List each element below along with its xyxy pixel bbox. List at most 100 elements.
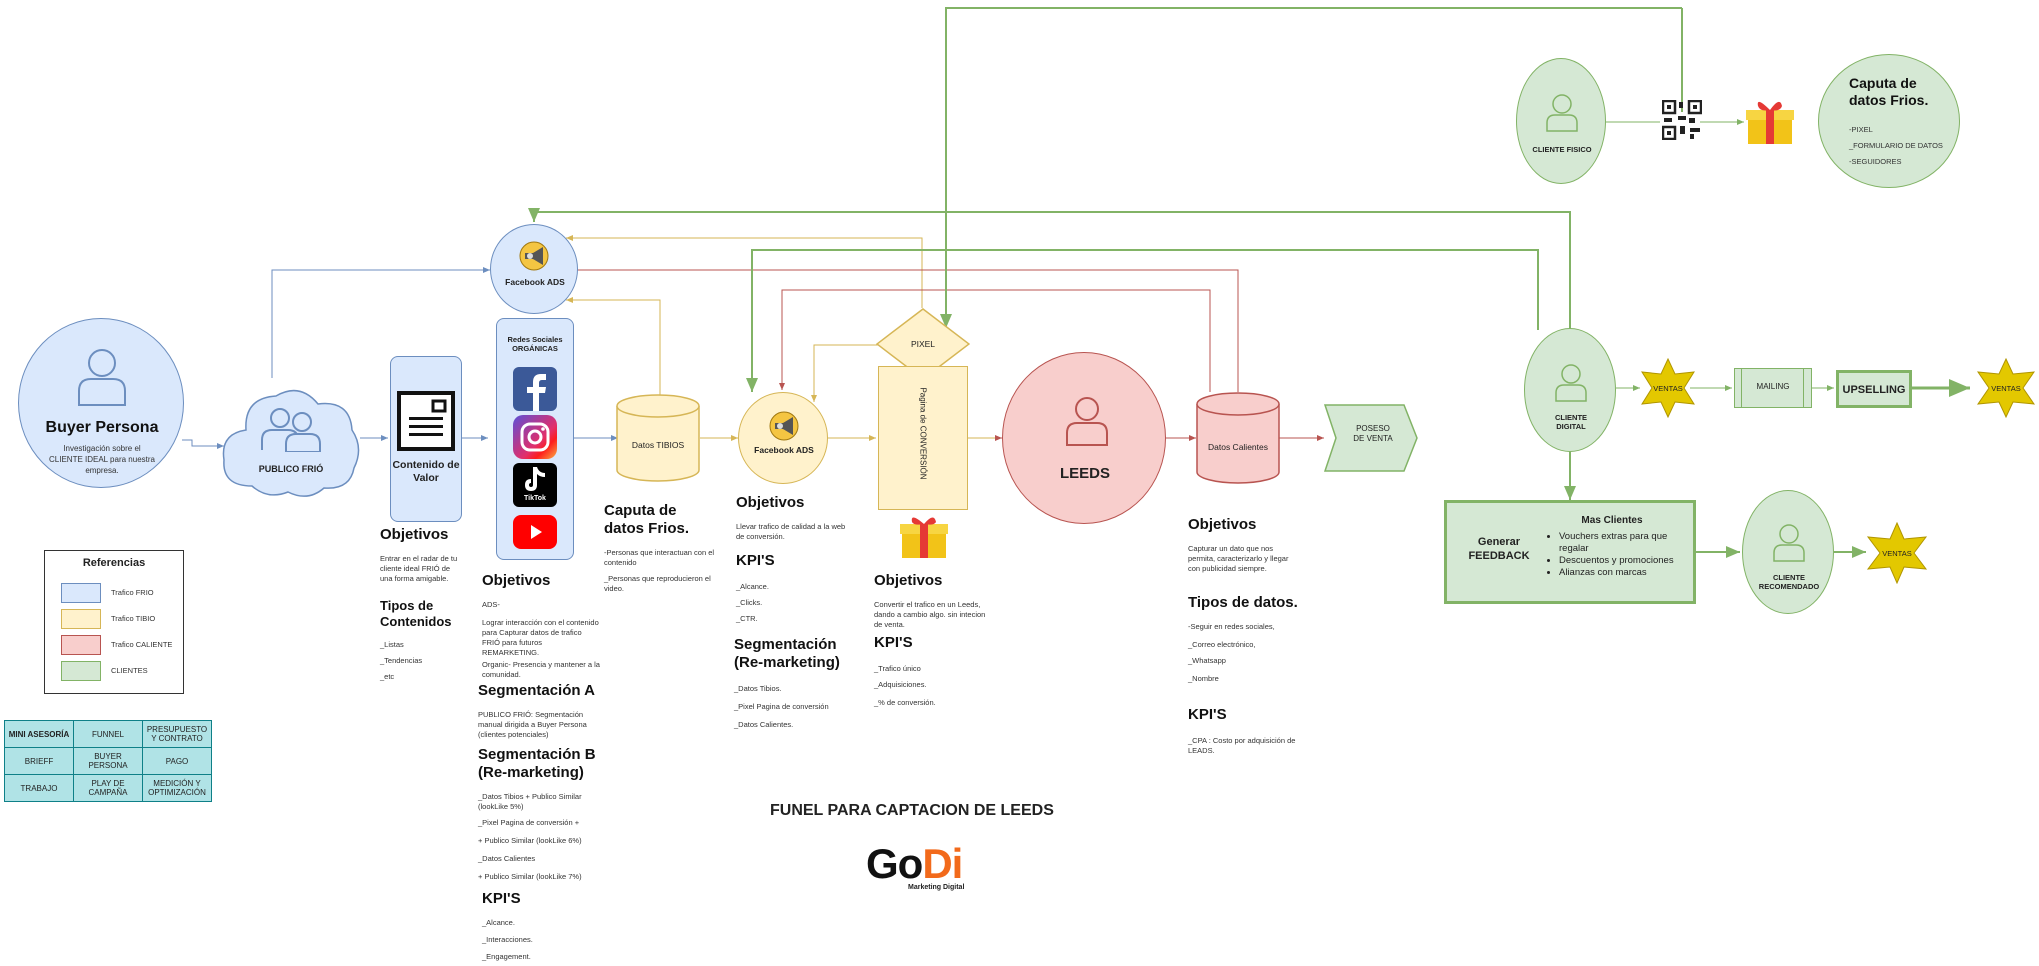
captura-top-title: Caputa de datos Frios. [1849, 75, 1929, 108]
cliente-digital-label: CLIENTE DIGITAL [1554, 413, 1588, 431]
person-icon [1554, 363, 1588, 403]
page-title: FUNEL PARA CAPTACION DE LEEDS [770, 802, 1054, 819]
buyer-persona-title: Buyer Persona [45, 419, 159, 436]
col5-obj-desc: Convertir el trafico en un Leeds, dando … [874, 600, 986, 629]
publico-frio-label: PUBLICO FRIÓ [258, 464, 324, 474]
ventas-star-3[interactable]: VENTAS [1866, 521, 1928, 585]
col1-tipos: Tipos de Contenidos [380, 598, 452, 629]
person-icon [77, 347, 127, 407]
mailing-divider-left [1741, 369, 1742, 407]
table-cell: BUYER PERSONA [73, 747, 143, 775]
star-shape [1976, 357, 2036, 419]
col2-seg-b-item-4: + Publico Similar (lookLike 7%) [478, 872, 582, 881]
col6-kpi-0: _CPA : Costo por adquisición de LEADS. [1188, 736, 1296, 755]
table-cell: MINI ASESORÍA [4, 720, 74, 748]
legend-swatch-caliente [61, 635, 101, 655]
redes-sociales-label: Redes Sociales ORGÁNICAS [507, 335, 563, 353]
col1-item-0: _Listas [380, 640, 404, 649]
feedback-list-title: Mas Clientes [1581, 515, 1643, 526]
cliente-recomendado-node[interactable]: CLIENTE RECOMENDADO [1742, 490, 1834, 614]
mailing-node[interactable]: MAILING [1734, 368, 1812, 408]
table-cell: MEDICIÓN Y OPTIMIZACIÓN [142, 774, 212, 802]
qr-code-icon [1661, 99, 1703, 145]
feedback-item-2: Alianzas con marcas [1559, 567, 1689, 579]
contenido-valor-node[interactable]: Contenido de Valor [390, 356, 462, 522]
col5-kpi-0: _Trafico único [874, 664, 921, 673]
cliente-fisico-node[interactable]: CLIENTE FISICO [1516, 58, 1606, 184]
document-icon [397, 391, 455, 456]
poseso-venta-node[interactable]: POSESO DE VENTA [1323, 404, 1418, 472]
datos-tibios-node[interactable]: Datos TIBIOS [616, 394, 700, 482]
col6-kpis: KPI'S [1188, 706, 1227, 723]
col4-seg-item-2: _Datos Calientes. [734, 720, 794, 729]
table-row: MINI ASESORÍA FUNNEL PRESUPUESTO Y CONTR… [4, 720, 212, 748]
redes-sociales-node[interactable]: Redes Sociales ORGÁNICAS TikTok [496, 318, 574, 560]
captura-datos-frios-top[interactable]: Caputa de datos Frios. -PIXEL _FORMULARI… [1818, 54, 1960, 188]
leeds-label: LEEDS [1059, 465, 1110, 482]
table-cell: TRABAJO [4, 774, 74, 802]
person-icon [1772, 523, 1806, 563]
leeds-node[interactable]: LEEDS [1002, 352, 1166, 524]
cliente-digital-node[interactable]: CLIENTE DIGITAL [1524, 328, 1616, 452]
legend-label-frio: Trafico FRIO [111, 588, 154, 597]
col4-objetivos: Objetivos [736, 494, 805, 511]
col6-tipo-3: _Nombre [1188, 674, 1219, 683]
ventas-1-label: VENTAS [1653, 384, 1683, 393]
ventas-star-1[interactable]: VENTAS [1640, 357, 1696, 419]
col1-obj-desc: Entrar en el radar de tu cliente ideal F… [380, 554, 458, 583]
table-cell: PRESUPUESTO Y CONTRATO [142, 720, 212, 748]
referencias-legend: Referencias Trafico FRIO Trafico TIBIO T… [44, 550, 184, 694]
col6-tipo-1: _Correo electrónico, [1188, 640, 1256, 649]
logo-text: GoDi [866, 840, 963, 888]
col6-tipos: Tipos de datos. [1188, 594, 1298, 611]
col2-kpis: KPI'S [482, 890, 521, 907]
col2-kpi-0: _Alcance. [482, 918, 515, 927]
contenido-valor-label: Contenido de Valor [392, 459, 460, 484]
tiktok-label: TikTok [524, 495, 546, 502]
col5-kpi-2: _% de conversión. [874, 698, 936, 707]
col1-objetivos: Objetivos [380, 526, 449, 543]
tiktok-icon[interactable]: TikTok [513, 463, 557, 507]
col5-objetivos: Objetivos [874, 572, 943, 589]
ventas-2-label: VENTAS [1991, 384, 2021, 393]
table-cell: FUNNEL [73, 720, 143, 748]
facebook-ads-node-2[interactable]: Facebook ADS [738, 392, 828, 484]
col2-seg-b-item-3: _Datos Calientes [478, 854, 536, 863]
col4-seg-item-0: _Datos Tibios. [734, 684, 782, 693]
buyer-persona-desc: Investigación sobre el CLIENTE IDEAL par… [49, 444, 155, 475]
captura-top-item-1: _FORMULARIO DE DATOS [1849, 141, 1943, 150]
feedback-box[interactable]: Generar FEEDBACK Mas Clientes Vouchers e… [1444, 500, 1696, 604]
godi-logo: GoDi Marketing Digital [862, 840, 992, 896]
col5-kpi-1: _Adquisiciones. [874, 680, 927, 689]
gift-icon [1744, 96, 1796, 151]
facebook-icon[interactable] [513, 367, 557, 411]
pagina-conversion-node[interactable]: Pagina de CONVERSIÓN [878, 366, 968, 510]
col5-kpis: KPI'S [874, 634, 913, 651]
col2-kpi-2: _Engagement. [482, 952, 531, 961]
instagram-icon[interactable] [513, 415, 557, 459]
legend-swatch-clientes [61, 661, 101, 681]
col2-kpi-1: _Interacciones. [482, 935, 533, 944]
megaphone-icon [517, 241, 551, 276]
pagina-conversion-label: Pagina de CONVERSIÓN [918, 387, 928, 480]
ventas-star-2[interactable]: VENTAS [1976, 357, 2036, 419]
upselling-label: UPSELLING [1842, 384, 1906, 396]
publico-frio-node[interactable]: PUBLICO FRIÓ [218, 378, 364, 502]
buyer-persona-node[interactable]: Buyer Persona Investigación sobre el CLI… [18, 318, 184, 488]
col4-kpi-0: _Alcance. [736, 582, 769, 591]
col3-title: Caputa de datos Frios. [604, 502, 690, 537]
feedback-item-0: Vouchers extras para que regalar [1559, 531, 1689, 555]
datos-calientes-node[interactable]: Datos Calientes [1196, 392, 1280, 484]
col1-item-2: _etc [380, 672, 395, 681]
col4-seg: Segmentación (Re-marketing) [734, 636, 840, 671]
youtube-icon[interactable] [513, 515, 557, 549]
star-shape [1641, 357, 1695, 419]
facebook-ads-node-1[interactable]: Facebook ADS [490, 224, 578, 314]
upselling-node[interactable]: UPSELLING [1836, 370, 1912, 408]
pixel-label: PIXEL [910, 339, 936, 349]
process-table: MINI ASESORÍA FUNNEL PRESUPUESTO Y CONTR… [4, 720, 212, 802]
col2-seg-a: Segmentación A [478, 682, 595, 699]
poseso-venta-label: POSESO DE VENTA [1353, 424, 1393, 443]
mailing-label: MAILING [1756, 382, 1790, 391]
